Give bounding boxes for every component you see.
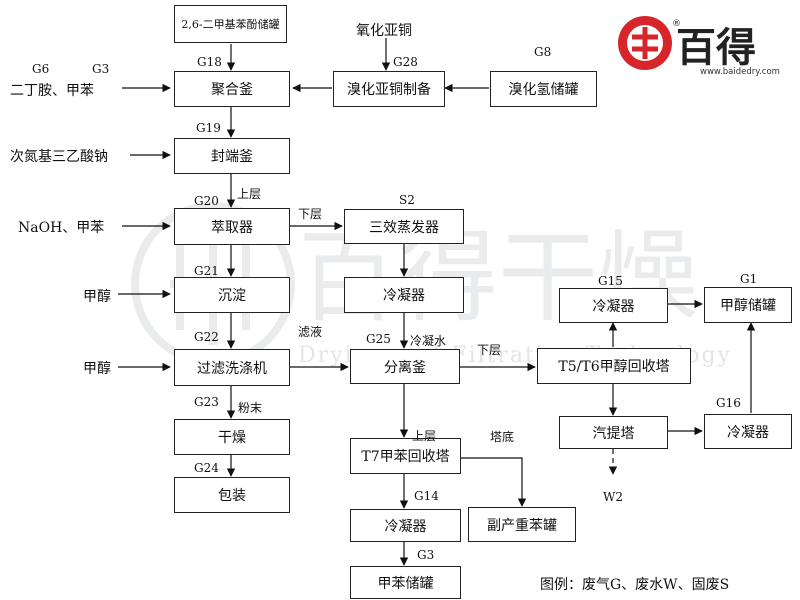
label-g19: G19	[196, 121, 221, 135]
label-naoh-toluene: NaOH、甲苯	[18, 220, 105, 236]
box-cuprous-bromide-prep: 溴化亚铜制备	[333, 71, 445, 107]
legend: 图例：废气G、废水W、固废S	[540, 577, 730, 593]
label-g23: G23	[194, 395, 219, 409]
label-lower-layer-2: 下层	[477, 343, 502, 357]
box-methanol-tank: 甲醇储罐	[704, 287, 792, 323]
box-toluene-tank: 甲苯储罐	[350, 566, 461, 599]
box-triple-evaporator: 三效蒸发器	[344, 209, 464, 244]
label-nta-sodium: 次氮基三乙酸钠	[10, 149, 108, 165]
label-condensate-water: 冷凝水	[410, 334, 447, 348]
label-g20: G20	[194, 194, 219, 208]
label-s2: S2	[399, 193, 415, 207]
box-stripping-tower: 汽提塔	[559, 416, 668, 449]
label-w2: W2	[603, 490, 623, 504]
label-tower-bottoms: 塔底	[490, 430, 515, 444]
label-g3-bottom: G3	[417, 548, 435, 562]
label-cuprous-oxide: 氧化亚铜	[356, 23, 412, 39]
box-condenser-top: 冷凝器	[559, 288, 668, 323]
box-polymerization-kettle: 聚合釜	[174, 71, 290, 107]
label-g22: G22	[194, 330, 219, 344]
label-g18: G18	[197, 55, 222, 69]
label-g1: G1	[740, 272, 758, 286]
label-methanol-1: 甲醇	[83, 289, 111, 305]
label-g15: G15	[598, 274, 623, 288]
label-g25: G25	[366, 332, 391, 346]
label-g3-top: G3	[92, 62, 110, 76]
box-packaging: 包装	[174, 477, 290, 513]
label-g6: G6	[32, 62, 50, 76]
arrow-t7-byproduct	[461, 457, 527, 507]
box-dryer: 干燥	[174, 419, 290, 455]
logo-url: www.baidedry.com	[700, 67, 780, 76]
label-powder: 粉末	[238, 401, 263, 415]
company-logo: 百得 ® www.baidedry.com	[612, 14, 797, 77]
box-condenser-t7: 冷凝器	[350, 509, 461, 542]
box-t7-toluene-recovery: T7甲苯回收塔	[350, 438, 461, 474]
box-hbr-tank: 溴化氢储罐	[490, 71, 597, 107]
box-extractor: 萃取器	[174, 208, 290, 245]
label-g24: G24	[194, 461, 219, 475]
label-g8: G8	[534, 45, 552, 59]
svg-text:®: ®	[672, 19, 681, 29]
label-g21: G21	[194, 264, 219, 278]
box-filter-washer: 过滤洗涤机	[174, 349, 290, 386]
label-g16: G16	[716, 396, 741, 410]
box-condenser-evaporator: 冷凝器	[344, 277, 464, 313]
box-dmp-tank: 2,6-二甲基苯酚储罐	[174, 5, 287, 43]
label-g14: G14	[414, 489, 439, 503]
label-lower-layer-1: 下层	[298, 207, 323, 221]
box-t5t6-methanol-recovery: T5/T6甲醇回收塔	[537, 348, 691, 384]
box-byproduct-heavy-benzene: 副产重苯罐	[468, 507, 576, 542]
logo-mark-icon: 百得 ® www.baidedry.com	[618, 16, 780, 77]
box-separation-kettle: 分离釜	[350, 349, 460, 384]
label-dibutylamine-toluene: 二丁胺、甲苯	[10, 83, 94, 99]
label-g28: G28	[393, 55, 418, 69]
label-filtrate: 滤液	[298, 325, 323, 339]
box-condenser-right: 冷凝器	[704, 414, 792, 449]
label-upper-layer-1: 上层	[237, 187, 262, 201]
label-upper-layer-2: 上层	[412, 429, 437, 443]
box-precipitation: 沉淀	[174, 277, 290, 313]
label-methanol-2: 甲醇	[83, 361, 111, 377]
box-capping-kettle: 封端釜	[174, 138, 290, 174]
logo-name: 百得	[676, 25, 756, 71]
